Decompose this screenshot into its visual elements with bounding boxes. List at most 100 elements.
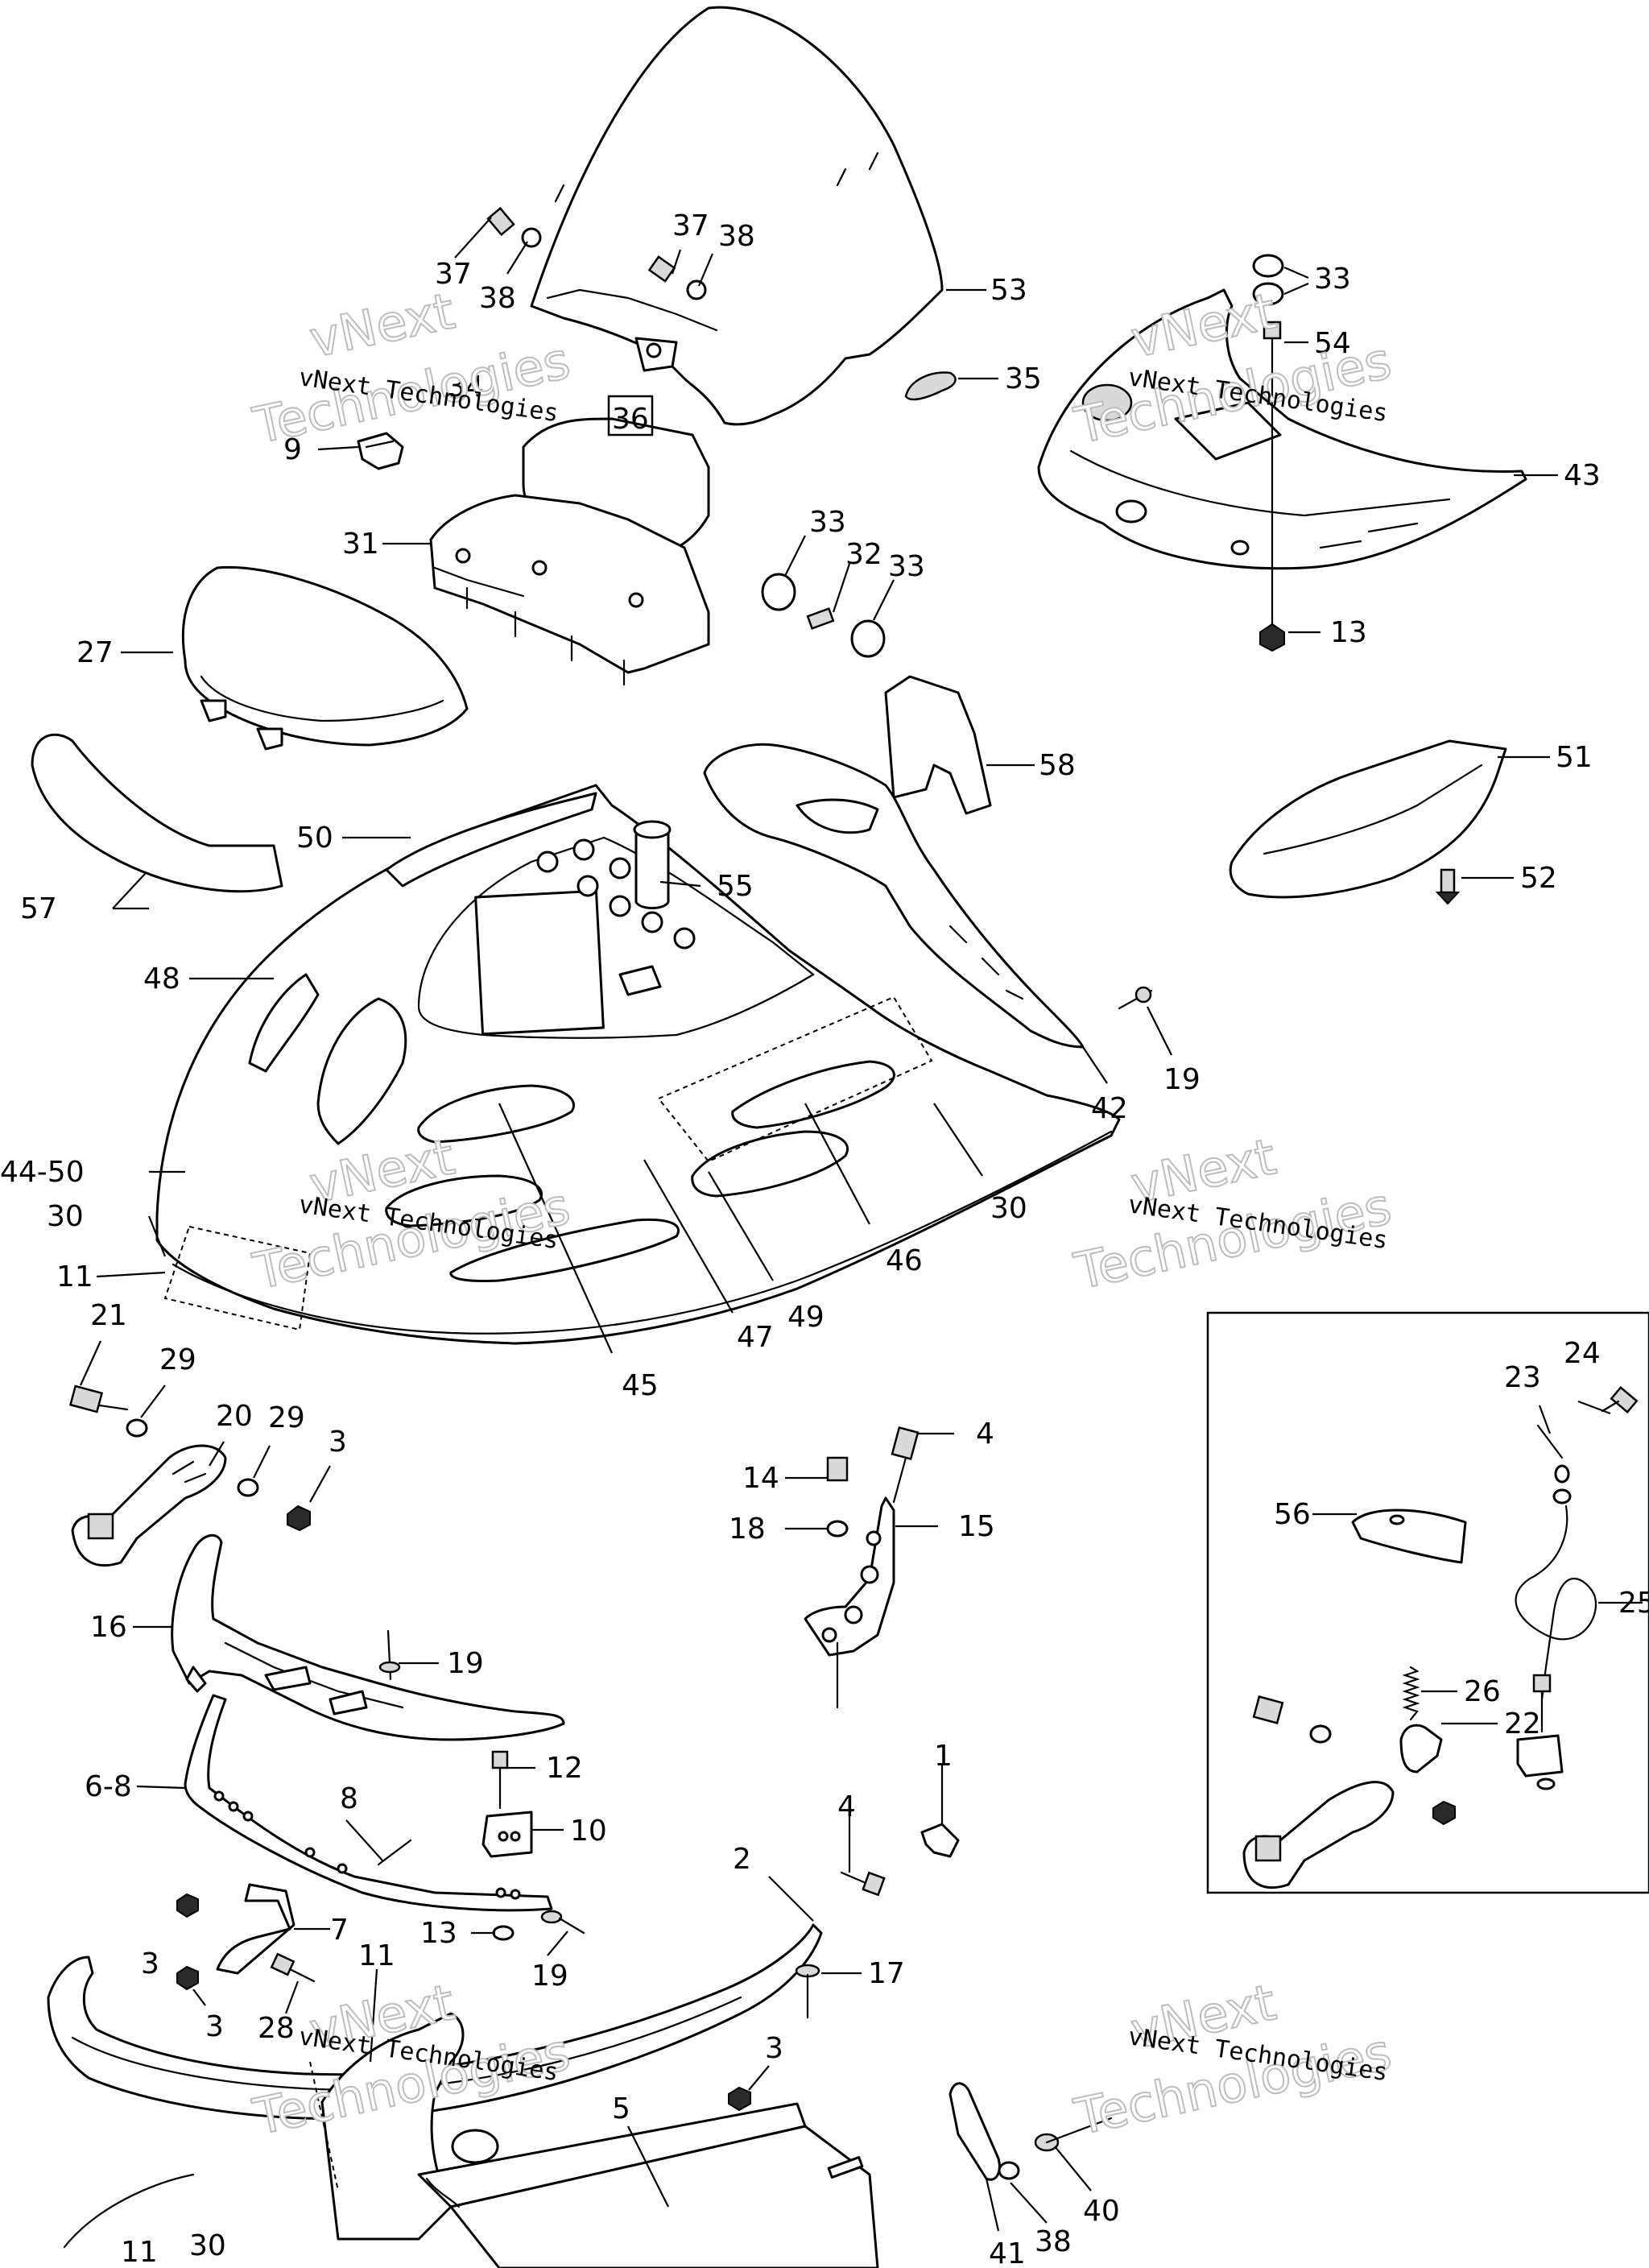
bracket-part xyxy=(884,675,992,815)
callout-c19a: 19 xyxy=(1163,1063,1201,1096)
nut-part xyxy=(176,1893,199,1918)
leader-lines xyxy=(79,217,1643,2232)
callout-c56: 56 xyxy=(1274,1498,1311,1531)
callout-c38c: 38 xyxy=(1035,2225,1072,2258)
callout-c25: 25 xyxy=(1618,1587,1649,1620)
callout-c14: 14 xyxy=(742,1462,779,1495)
trim-part xyxy=(31,733,283,893)
callout-c12: 12 xyxy=(546,1752,583,1785)
watermark-vnext: vNext xyxy=(304,281,459,369)
callout-c3c: 3 xyxy=(205,2010,224,2043)
bumper-part xyxy=(171,1533,565,1741)
callout-c48: 48 xyxy=(143,962,180,995)
callout-c30a: 30 xyxy=(47,1200,84,1233)
callout-c33b: 33 xyxy=(809,506,846,539)
callout-c7: 7 xyxy=(330,1914,349,1947)
callout-c55: 55 xyxy=(717,870,754,903)
console-part xyxy=(429,494,710,686)
callout-c33a: 33 xyxy=(1314,263,1351,296)
callout-c4450: 44-50 xyxy=(0,1156,85,1189)
callout-c27: 27 xyxy=(76,636,114,669)
hood-part xyxy=(1037,288,1527,570)
callout-c46: 46 xyxy=(886,1244,923,1277)
callout-c37a: 37 xyxy=(435,258,472,291)
callout-c33c: 33 xyxy=(888,550,925,583)
callout-c2: 2 xyxy=(733,1843,751,1876)
side-hardware xyxy=(948,2082,1113,2181)
callout-c49: 49 xyxy=(787,1301,824,1334)
callout-c42: 42 xyxy=(1091,1092,1128,1125)
callout-box xyxy=(607,395,654,437)
callout-c20: 20 xyxy=(216,1400,253,1433)
callout-c24: 24 xyxy=(1564,1337,1601,1370)
callout-c18: 18 xyxy=(729,1513,766,1546)
callout-c38a: 38 xyxy=(479,282,516,315)
callout-c41: 41 xyxy=(989,2237,1026,2268)
inset-panel xyxy=(1206,1311,1649,1894)
cap-part xyxy=(1252,282,1284,306)
clip-part xyxy=(357,432,404,470)
callout-c57: 57 xyxy=(20,892,57,925)
callout-c23: 23 xyxy=(1504,1361,1541,1394)
strip-part xyxy=(904,371,957,401)
callout-c5: 5 xyxy=(612,2092,630,2125)
bracket-part xyxy=(216,1883,295,1975)
callout-c68: 6-8 xyxy=(85,1770,132,1803)
callout-c16: 16 xyxy=(90,1611,127,1644)
callout-labels: 53 37 38 37 38 34 36 35 9 33 54 43 13 31… xyxy=(0,209,1649,2268)
callout-c11a: 11 xyxy=(56,1260,93,1293)
callout-c35: 35 xyxy=(1005,362,1042,395)
bolt-part xyxy=(1263,321,1282,340)
callout-c3d: 3 xyxy=(765,2032,783,2065)
callout-c4a: 4 xyxy=(976,1418,994,1451)
callout-c11c: 11 xyxy=(121,2236,158,2268)
callout-c13a: 13 xyxy=(1330,616,1367,649)
callout-c19c: 19 xyxy=(531,1960,568,1993)
callout-c47: 47 xyxy=(737,1321,774,1354)
callout-c17: 17 xyxy=(868,1957,905,1990)
callout-c21: 21 xyxy=(90,1299,127,1332)
callout-c34: 34 xyxy=(447,370,484,404)
nut-part xyxy=(176,1965,199,1991)
callout-c58: 58 xyxy=(1039,749,1076,782)
callout-c29b: 29 xyxy=(268,1401,305,1434)
caps-screw xyxy=(761,573,886,658)
callout-c40: 40 xyxy=(1083,2195,1120,2228)
callout-c45: 45 xyxy=(622,1369,659,1402)
callout-c22: 22 xyxy=(1504,1707,1541,1740)
clip-part xyxy=(920,1823,960,1858)
windshield-frame xyxy=(181,565,469,751)
rivet-part xyxy=(795,1964,820,2019)
callout-c52: 52 xyxy=(1520,862,1557,895)
callout-c11b: 11 xyxy=(358,1939,395,1972)
callout-c15: 15 xyxy=(958,1510,995,1543)
cap-part xyxy=(1252,254,1284,278)
callout-c31: 31 xyxy=(342,528,379,561)
nut-part xyxy=(1259,623,1285,652)
callout-c10: 10 xyxy=(570,1815,607,1848)
callout-c19b: 19 xyxy=(447,1647,484,1680)
rivet-part xyxy=(378,1629,401,1681)
callout-c13b: 13 xyxy=(420,1917,457,1950)
callout-c8: 8 xyxy=(340,1782,358,1815)
callout-c54: 54 xyxy=(1314,327,1351,360)
callout-c37b: 37 xyxy=(672,209,709,242)
rivet-part xyxy=(377,1839,412,1866)
callout-c36: 36 xyxy=(612,403,649,436)
screw-part xyxy=(1435,868,1461,905)
hood-body xyxy=(155,784,1121,1345)
callout-c38b: 38 xyxy=(718,220,755,253)
deflector-part xyxy=(703,743,1085,1049)
shroud-part xyxy=(1229,739,1507,899)
callout-c29a: 29 xyxy=(159,1343,196,1376)
nut-part xyxy=(728,2086,751,2112)
rivet-part xyxy=(1118,986,1153,1010)
rivet-part xyxy=(540,1910,585,1935)
callout-c43: 43 xyxy=(1564,459,1601,492)
support-hardware xyxy=(804,1426,920,1709)
lower-hardware xyxy=(68,1384,311,1567)
callout-c53: 53 xyxy=(990,274,1027,307)
callout-c32: 32 xyxy=(845,538,882,571)
callout-c1: 1 xyxy=(934,1740,953,1773)
